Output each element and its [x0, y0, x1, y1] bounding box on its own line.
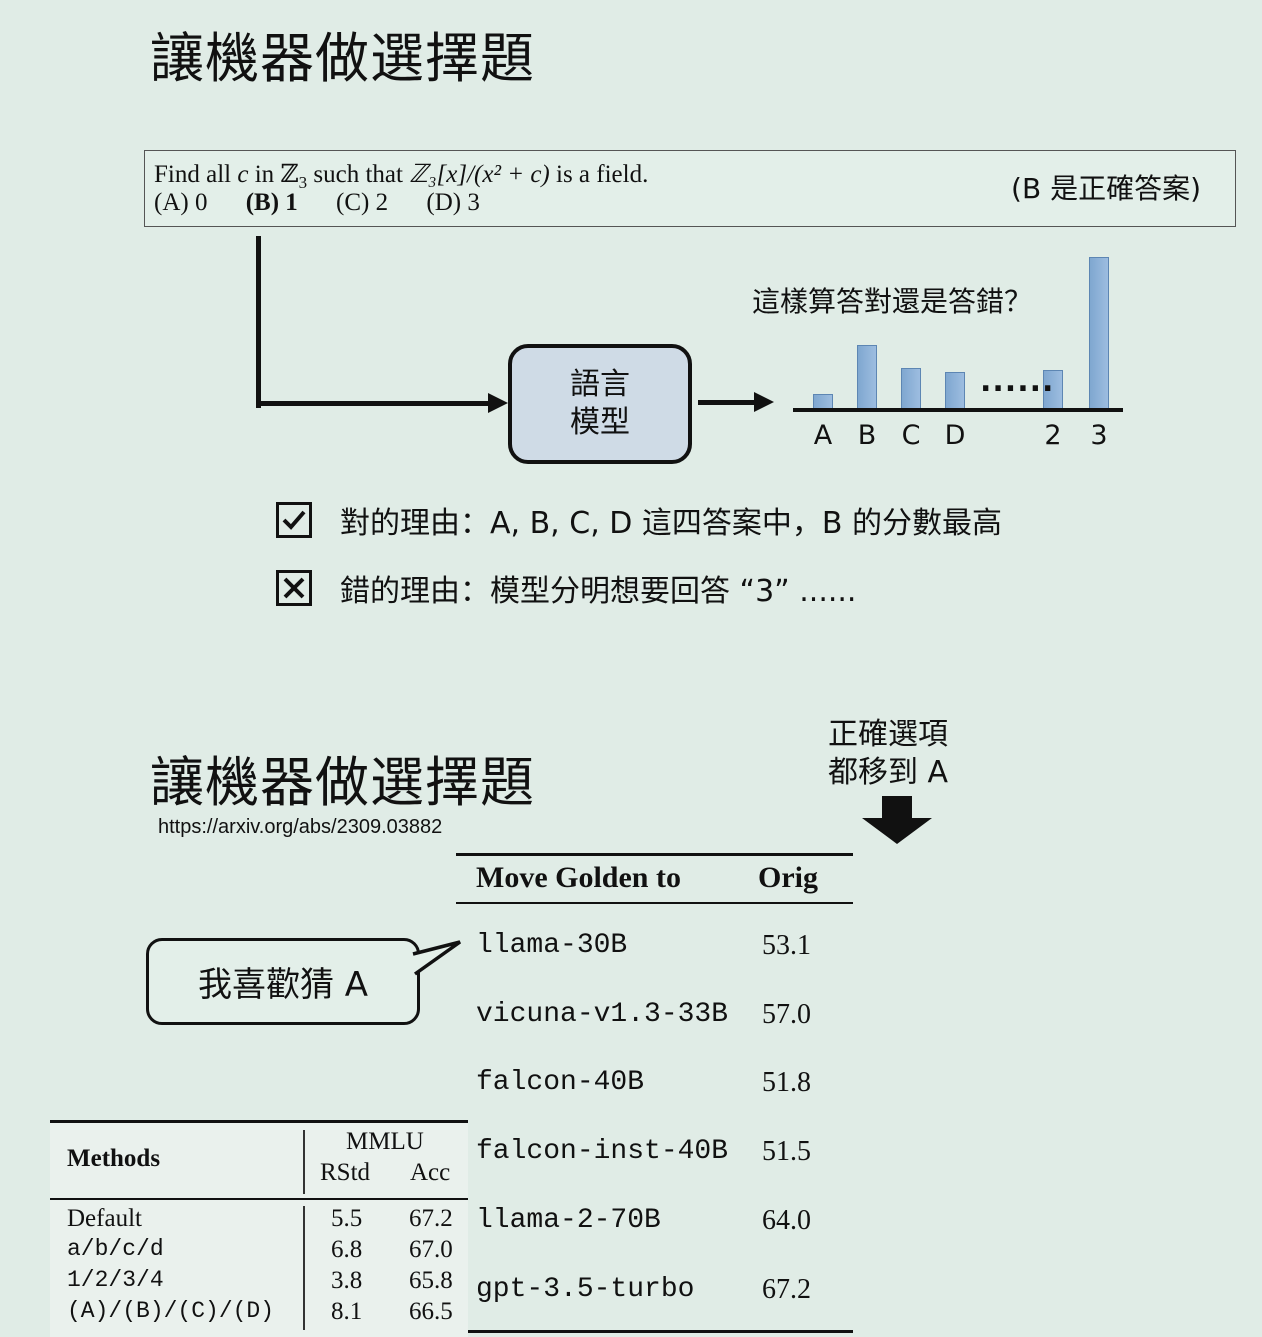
- note-line1: 正確選項: [828, 717, 948, 752]
- acc-value: 67.2: [409, 1205, 453, 1232]
- set-z: ℤ: [280, 161, 299, 188]
- table-row-value: 51.8: [762, 1067, 811, 1098]
- question-text: in: [248, 161, 281, 188]
- acc-value: 67.0: [409, 1236, 453, 1263]
- ellipsis-dots: ......: [980, 364, 1055, 399]
- var-c: c: [237, 161, 249, 188]
- bar-label: A: [813, 420, 833, 451]
- golden-move-table: Move Golden to Orig llama-30B 53.1 vicun…: [456, 853, 853, 1335]
- header-move-golden: Move Golden to: [476, 861, 681, 894]
- model-label-line1: 語言: [570, 367, 630, 402]
- rstd-value: 8.1: [331, 1298, 363, 1325]
- bar-C: [901, 368, 921, 409]
- note-line2: 都移到 A: [828, 755, 949, 790]
- rstd-value: 5.5: [331, 1205, 363, 1232]
- question-text: such that: [307, 161, 410, 188]
- question-box: Find all c in ℤ3 such that ℤ₃[x]/(x² + c…: [144, 150, 1236, 227]
- bar-A: [813, 394, 833, 409]
- speech-bubble-tail: [412, 940, 462, 976]
- model-label-line2: 模型: [570, 405, 630, 440]
- question-text: is a field.: [549, 161, 649, 188]
- flow-line-horizontal: [256, 401, 492, 406]
- slide2-title: 讓機器做選擇題: [150, 751, 535, 814]
- table-row-value: 67.2: [762, 1274, 811, 1305]
- column-separator: [303, 1130, 305, 1194]
- reason-correct-text: 對的理由：A, B, C, D 這四答案中，B 的分數最高: [340, 506, 1003, 541]
- options-line: (A) 0 (B) 1 (C) 2 (D) 3: [154, 189, 512, 217]
- option-b: (B) 1: [245, 189, 298, 216]
- quotient-expression: ℤ₃[x]/(x² + c): [409, 161, 550, 188]
- flow-line-vertical: [256, 236, 261, 408]
- checkbox-checked-icon: [276, 502, 312, 538]
- header-mmlu: MMLU: [346, 1128, 424, 1155]
- reason-wrong-text: 錯的理由：模型分明想要回答 “3” ......: [340, 574, 857, 609]
- question-line: Find all c in ℤ3 such that ℤ₃[x]/(x² + c…: [154, 159, 648, 193]
- column-separator: [303, 1206, 305, 1330]
- correct-answer-note: (B 是正確答案): [1011, 172, 1201, 205]
- question-text: Find all: [154, 161, 238, 188]
- golden-move-note: 正確選項 都移到 A: [828, 716, 948, 792]
- table-bottom-rule: [456, 1330, 853, 1333]
- table-row-model: gpt-3.5-turbo: [476, 1274, 695, 1305]
- bar-label: 2: [1044, 420, 1062, 451]
- bar-3: [1089, 257, 1109, 409]
- option-c: (C) 2: [336, 189, 389, 216]
- bar-B: [857, 345, 877, 409]
- method-name: a/b/c/d: [67, 1236, 164, 1262]
- table-header-rule: [50, 1198, 468, 1200]
- speech-bubble: 我喜歡猜 A: [146, 938, 420, 1025]
- paper-link[interactable]: https://arxiv.org/abs/2309.03882: [158, 816, 443, 838]
- output-line: [698, 400, 756, 405]
- header-acc: Acc: [410, 1159, 451, 1186]
- bar-D: [945, 372, 965, 409]
- header-methods: Methods: [67, 1145, 161, 1172]
- bubble-text: 我喜歡猜 A: [197, 965, 369, 1005]
- arrow-right-icon: [754, 392, 774, 412]
- method-name: (A)/(B)/(C)/(D): [67, 1298, 275, 1324]
- rstd-value: 3.8: [331, 1267, 363, 1294]
- table-row-value: 53.1: [762, 930, 811, 961]
- option-a: (A) 0: [154, 189, 208, 216]
- chart-question: 這樣算答對還是答錯？: [752, 285, 1033, 318]
- slide1-title: 讓機器做選擇題: [150, 27, 535, 90]
- bar-label: B: [857, 420, 877, 451]
- table-row-model: llama-2-70B: [476, 1205, 661, 1236]
- table-row-model: falcon-40B: [476, 1067, 645, 1098]
- bar-label: D: [944, 420, 966, 451]
- table-row-value: 64.0: [762, 1205, 811, 1236]
- acc-value: 66.5: [409, 1298, 453, 1325]
- arrow-down-icon: [862, 796, 932, 844]
- arrow-right-icon: [488, 393, 508, 413]
- methods-table: Methods MMLU RStd Acc Default 5.5 67.2 a…: [50, 1120, 468, 1337]
- table-row-model: llama-30B: [476, 930, 628, 961]
- table-top-rule: [456, 853, 853, 856]
- language-model-box: 語言 模型: [508, 344, 692, 464]
- table-row-model: vicuna-v1.3-33B: [476, 999, 729, 1030]
- bar-label: C: [901, 420, 921, 451]
- checkbox-crossed-icon: [276, 570, 312, 606]
- option-d: (D) 3: [426, 189, 480, 216]
- table-row-value: 57.0: [762, 999, 811, 1030]
- table-top-rule: [50, 1120, 468, 1123]
- method-name: Default: [67, 1205, 142, 1232]
- subscript: 3: [298, 173, 308, 192]
- table-row-value: 51.5: [762, 1136, 811, 1167]
- rstd-value: 6.8: [331, 1236, 363, 1263]
- header-rstd: RStd: [320, 1159, 371, 1186]
- bar-label: 3: [1090, 420, 1108, 451]
- chart-axis: [793, 408, 1123, 412]
- method-name: 1/2/3/4: [67, 1267, 164, 1293]
- table-row-model: falcon-inst-40B: [476, 1136, 729, 1167]
- acc-value: 65.8: [409, 1267, 453, 1294]
- table-header-rule: [456, 902, 853, 904]
- header-orig: Orig: [758, 861, 818, 894]
